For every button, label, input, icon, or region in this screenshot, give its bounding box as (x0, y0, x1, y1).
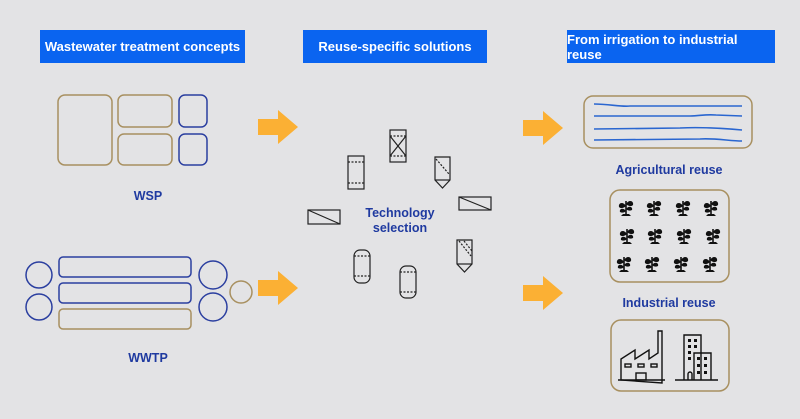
header-reuse-specific-solutions: Reuse-specific solutions (303, 30, 487, 63)
technology-selection-line1: Technology (365, 206, 435, 220)
arrow-right-icon (258, 271, 298, 305)
factory-building-icon (610, 319, 730, 392)
irrigation-field-icon (583, 95, 753, 149)
header-wastewater-treatment-concepts: Wastewater treatment concepts (40, 30, 245, 63)
technology-selection-line2: selection (372, 221, 428, 235)
wsp-label: WSP (133, 189, 163, 203)
industrial-reuse-label: Industrial reuse (622, 296, 716, 310)
arrow-right-icon (258, 110, 298, 144)
header-irrigation-to-industrial: From irrigation to industrial reuse (567, 30, 775, 63)
crops-field-icon (609, 189, 730, 283)
technology-unit-icons (307, 129, 492, 299)
arrow-right-icon (523, 276, 563, 310)
wwtp-tanks (25, 256, 253, 330)
wsp-ponds (57, 94, 208, 166)
technology-selection-label: Technology selection (365, 206, 434, 236)
arrow-right-icon (523, 111, 563, 145)
agricultural-reuse-label: Agricultural reuse (615, 163, 723, 177)
wwtp-label: WWTP (128, 351, 168, 365)
